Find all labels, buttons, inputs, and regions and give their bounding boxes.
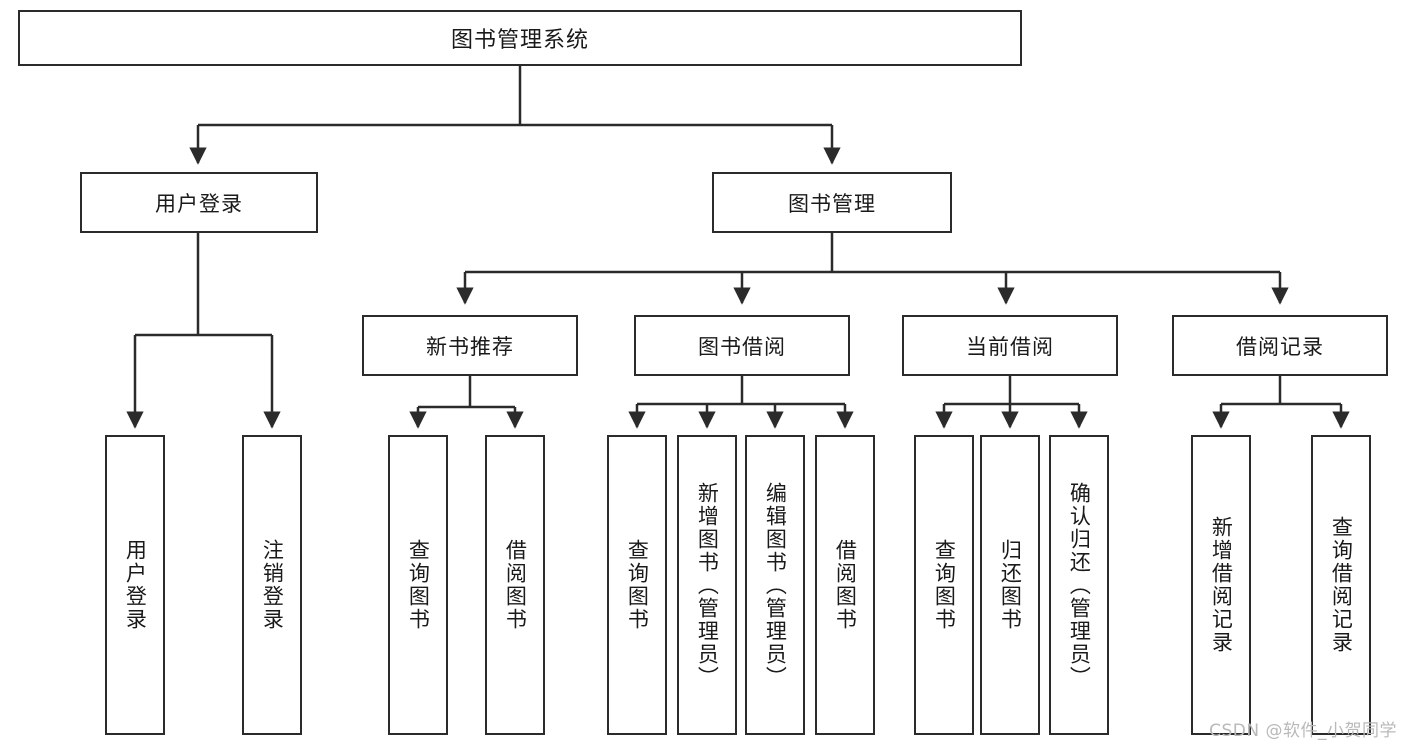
node-label: 借阅图书 <box>503 539 528 631</box>
node-label: 查询图书 <box>406 539 431 631</box>
node-label: 图书借阅 <box>698 334 786 359</box>
leaf-query-book-current[interactable]: 查询图书 <box>914 435 974 735</box>
leaf-edit-book-admin[interactable]: 编辑图书（管理员） <box>745 435 805 735</box>
node-user-login[interactable]: 用户登录 <box>80 172 318 233</box>
leaf-user-logout[interactable]: 注销登录 <box>242 435 302 735</box>
node-label: 借阅记录 <box>1236 334 1324 359</box>
leaf-query-book-borrow[interactable]: 查询图书 <box>607 435 667 735</box>
node-label: 借阅图书 <box>833 539 858 631</box>
node-label: 查询借阅记录 <box>1329 516 1354 654</box>
leaf-user-login[interactable]: 用户登录 <box>105 435 165 735</box>
node-label: 图书管理 <box>788 191 876 216</box>
node-label: 新增图书（管理员） <box>695 481 720 689</box>
node-current-borrow[interactable]: 当前借阅 <box>902 315 1118 376</box>
node-label: 新增借阅记录 <box>1209 516 1234 654</box>
node-label: 查询图书 <box>932 539 957 631</box>
node-label: 新书推荐 <box>426 334 514 359</box>
node-new-book-recommend[interactable]: 新书推荐 <box>362 315 578 376</box>
leaf-query-borrow-record[interactable]: 查询借阅记录 <box>1311 435 1371 735</box>
node-label: 图书管理系统 <box>450 28 589 53</box>
node-label: 查询图书 <box>625 539 650 631</box>
leaf-add-borrow-record[interactable]: 新增借阅记录 <box>1191 435 1251 735</box>
leaf-borrow-book-new[interactable]: 借阅图书 <box>485 435 545 735</box>
leaf-add-book-admin[interactable]: 新增图书（管理员） <box>677 435 737 735</box>
node-borrow-records[interactable]: 借阅记录 <box>1172 315 1388 376</box>
node-label: 当前借阅 <box>966 334 1054 359</box>
leaf-query-book-new[interactable]: 查询图书 <box>388 435 448 735</box>
leaf-return-book[interactable]: 归还图书 <box>980 435 1040 735</box>
node-label: 用户登录 <box>123 539 148 631</box>
node-label: 确认归还（管理员） <box>1067 481 1092 689</box>
watermark: CSDN @软件_小贺同学 <box>1209 721 1397 741</box>
leaf-confirm-return-admin[interactable]: 确认归还（管理员） <box>1049 435 1109 735</box>
node-label: 编辑图书（管理员） <box>763 481 788 689</box>
node-book-borrow[interactable]: 图书借阅 <box>634 315 850 376</box>
leaf-borrow-book[interactable]: 借阅图书 <box>815 435 875 735</box>
node-book-management[interactable]: 图书管理 <box>712 172 952 233</box>
node-label: 归还图书 <box>998 539 1023 631</box>
node-root-system[interactable]: 图书管理系统 <box>18 10 1022 66</box>
node-label: 注销登录 <box>260 539 285 631</box>
node-label: 用户登录 <box>155 191 243 216</box>
